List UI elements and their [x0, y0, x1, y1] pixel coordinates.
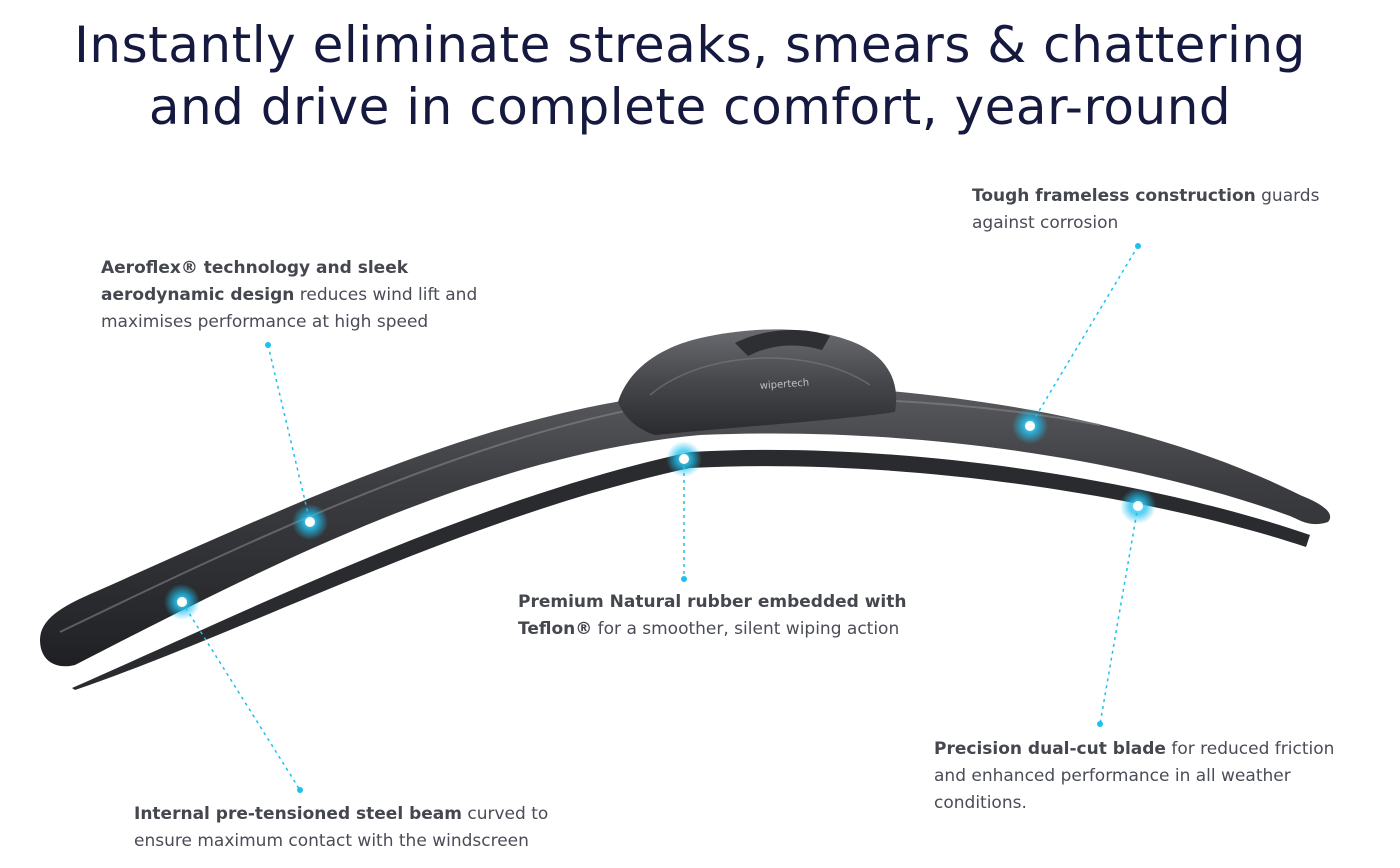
callout-precision-text: for reduced friction and enhanced perfor… [934, 739, 1335, 813]
callout-aeroflex-title: Aeroflex® technology and sleek aerodynam… [101, 258, 409, 305]
hotspot-aeroflex[interactable] [292, 504, 328, 540]
hotspot-precision[interactable] [1120, 488, 1156, 524]
headline-line-1: Instantly eliminate streaks, smears & ch… [74, 16, 1306, 74]
callout-tough-text: guards against corrosion [972, 186, 1320, 233]
center-connector [618, 329, 897, 435]
hotspot-steel[interactable] [164, 584, 200, 620]
leader-line-tough [1029, 245, 1139, 427]
leader-end-dot [297, 787, 303, 793]
leader-line-precision [1099, 505, 1139, 725]
callout-aeroflex: Aeroflex® technology and sleek aerodynam… [101, 255, 501, 336]
headline: Instantly eliminate streaks, smears & ch… [0, 14, 1380, 138]
callout-precision-title: Precision dual-cut blade [934, 739, 1166, 759]
callout-rubber-text: for a smoother, silent wiping action [592, 619, 900, 639]
leader-end-dot [681, 576, 687, 582]
callout-steel: Internal pre-tensioned steel beam curved… [134, 801, 574, 855]
leader-line-steel [181, 601, 301, 791]
leader-end-dot [1097, 721, 1103, 727]
headline-line-2: and drive in complete comfort, year-roun… [148, 78, 1232, 136]
callout-rubber: Premium Natural rubber embedded with Tef… [518, 589, 938, 643]
callout-tough: Tough frameless construction guards agai… [972, 183, 1352, 237]
callout-rubber-title: Premium Natural rubber embedded with Tef… [518, 592, 907, 639]
leader-end-dot [265, 342, 271, 348]
callout-steel-text: curved to ensure maximum contact with th… [134, 804, 549, 851]
blade-highlight [59, 397, 1101, 633]
connector-ridge [649, 357, 871, 396]
hotspot-rubber[interactable] [666, 441, 702, 477]
leader-line-aeroflex [267, 344, 311, 523]
brand-mark: wipertech [759, 378, 809, 392]
callout-steel-title: Internal pre-tensioned steel beam [134, 804, 462, 824]
connector-clip [735, 329, 830, 356]
hotspot-tough[interactable] [1012, 408, 1048, 444]
callout-precision: Precision dual-cut blade for reduced fri… [934, 736, 1354, 817]
leader-end-dot [1135, 243, 1141, 249]
callout-aeroflex-text: reduces wind lift and maximises performa… [101, 285, 478, 332]
callout-tough-title: Tough frameless construction [972, 186, 1256, 206]
